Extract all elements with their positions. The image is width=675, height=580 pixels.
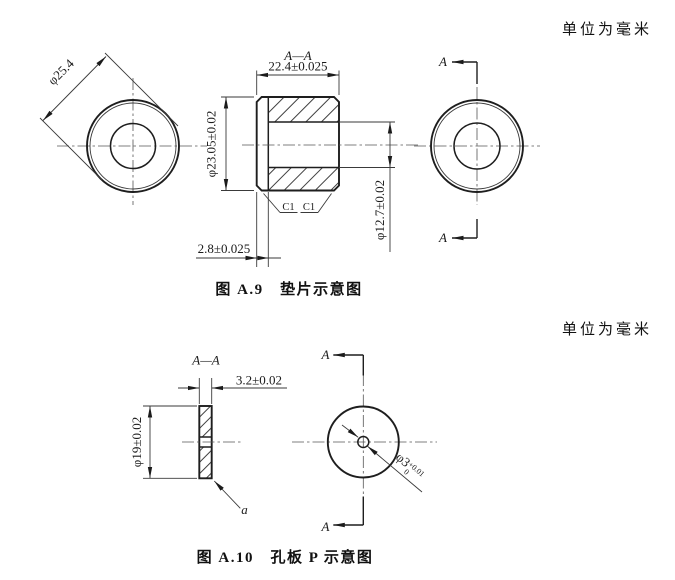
dim-bore-dia-label: φ12.7±0.02 (372, 180, 387, 240)
surface-mark-leader: a (213, 480, 248, 517)
dim-outer-dia-label: φ23.05±0.02 (204, 111, 219, 178)
chamfer-circle (433, 102, 521, 190)
chamfer-left-label: C1 (282, 202, 294, 213)
fig-a10-caption: 图 A.10 孔板 P 示意图 (197, 548, 374, 566)
outer-circle (326, 405, 400, 479)
dim-front-outer-dia: φ25.4 (39, 52, 179, 181)
cut-label-bottom: A (438, 230, 447, 245)
fig-a9-side-view: A A (414, 54, 540, 245)
bore-circle (109, 122, 157, 170)
dim-hole-tol-lower: 0 (402, 467, 411, 476)
cutting-plane-bottom: A (321, 496, 364, 534)
dim-thickness: 3.2±0.02 (178, 373, 287, 404)
unit-note-bottom: 单位为毫米 (562, 320, 652, 338)
cut-label-top: A (321, 347, 330, 362)
outer-circle (430, 99, 524, 193)
hatch-top (199, 406, 212, 437)
dim-hole-dia: φ3 +0.01 0 (341, 424, 426, 493)
hatch-bottom (268, 167, 339, 190)
section-label: A—A (191, 353, 220, 368)
hatch-bottom (199, 447, 212, 479)
dim-outer-dia: φ23.05±0.02 (204, 96, 254, 191)
cut-label-bottom: A (321, 519, 330, 534)
cutting-plane-bottom: A (438, 219, 478, 245)
fig-a9-front-view: φ25.4 (39, 52, 207, 205)
dim-length-label: 22.4±0.025 (268, 59, 327, 74)
orifice-circle (357, 435, 370, 449)
section-outline (255, 96, 340, 192)
dim-length: 22.4±0.025 (256, 59, 340, 95)
figure-a10: A—A 3.2±0.02 φ19±0.02 (129, 347, 437, 566)
bore-circle (453, 122, 501, 170)
surface-mark-label: a (241, 502, 248, 517)
cutting-plane-top: A (321, 347, 364, 376)
chamfer-callouts: C1 C1 (263, 193, 332, 213)
dim-outer-dia: φ19±0.02 (129, 405, 197, 479)
section-label: A—A (283, 48, 312, 63)
fig-a10-face-view: A A φ3 +0.01 0 (292, 347, 437, 534)
fig-a9-caption: 图 A.9 垫片示意图 (215, 280, 362, 298)
dim-outer-dia-label: φ19±0.02 (129, 417, 144, 467)
chamfer-circle (89, 102, 177, 190)
dim-flange-width-label: 2.8±0.025 (198, 241, 251, 256)
fig-a10-section-view: A—A 3.2±0.02 φ19±0.02 (129, 353, 287, 517)
fig-a9-section-view: A—A 22.4±0.025 φ23.05±0.02 (196, 48, 420, 267)
unit-note-top: 单位为毫米 (562, 20, 652, 38)
hatch-top (268, 97, 339, 122)
dim-flange-width: 2.8±0.025 (196, 192, 281, 267)
dim-front-outer-dia-label: φ25.4 (45, 55, 77, 87)
figure-a9: φ25.4 A—A 22.4±0.025 (39, 48, 540, 298)
chamfer-right-label: C1 (303, 202, 315, 213)
dim-thickness-label: 3.2±0.02 (236, 373, 282, 388)
dim-bore-dia: φ12.7±0.02 (339, 121, 395, 252)
cut-label-top: A (438, 54, 447, 69)
cutting-plane-top: A (438, 54, 478, 84)
outer-circle (86, 99, 180, 193)
